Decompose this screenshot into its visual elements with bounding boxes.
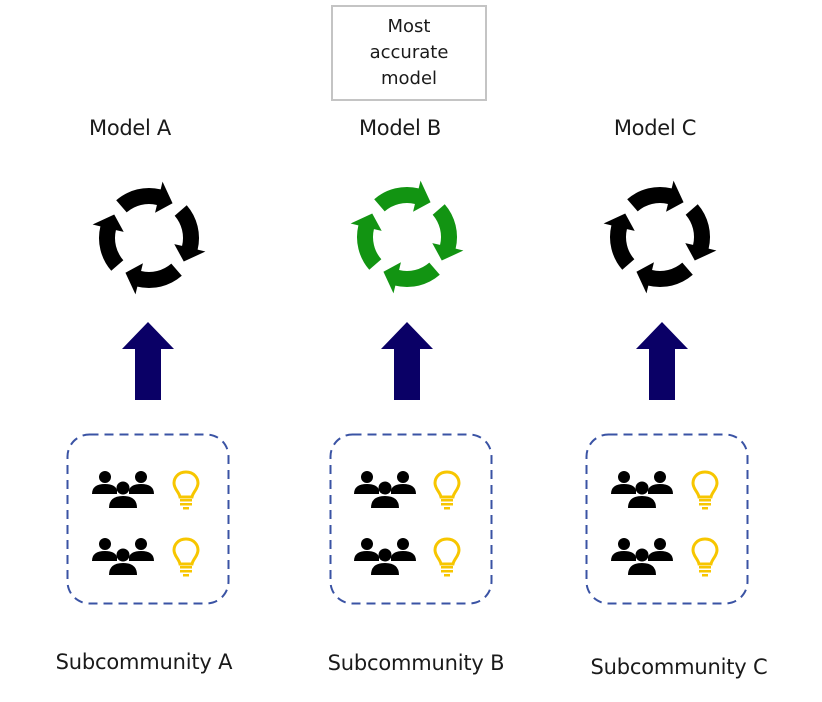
callout-line-1: Most	[387, 16, 431, 37]
cycle-arrow-segment	[627, 180, 684, 212]
people-group-icon	[610, 470, 674, 510]
subcommunity-c-group	[585, 433, 749, 605]
subcommunity-b-group	[329, 433, 493, 605]
people-group-icon	[91, 537, 155, 577]
cycle-arrow-segment	[116, 181, 173, 213]
cycle-arrow-segment	[603, 213, 635, 270]
model-c-label: Model C	[613, 116, 697, 140]
subcommunity-a-to-model-a-up-arrow-icon	[121, 322, 175, 402]
lightbulb-icon	[433, 537, 461, 577]
cycle-arrow-segment	[374, 180, 431, 212]
cycle-arrow-segment	[92, 214, 124, 271]
subcommunity-b-label: Subcommunity B	[327, 651, 505, 675]
model-b-label: Model B	[358, 116, 442, 140]
people-group-icon	[610, 537, 674, 577]
cycle-arrow-segment	[125, 263, 182, 295]
subcommunity-b-to-model-b-up-arrow-icon	[380, 322, 434, 402]
subcommunity-c-to-model-c-up-arrow-icon	[635, 322, 689, 402]
cycle-arrow-segment	[383, 262, 440, 294]
model-c-cycle-icon	[595, 172, 725, 302]
most-accurate-model-callout: Most accurate model	[331, 5, 487, 101]
lightbulb-icon	[172, 537, 200, 577]
people-group-icon	[353, 470, 417, 510]
people-group-icon	[91, 470, 155, 510]
lightbulb-icon	[691, 537, 719, 577]
callout-line-2: accurate	[369, 42, 449, 63]
lightbulb-icon	[433, 470, 461, 510]
callout-line-3: model	[380, 68, 438, 89]
cycle-arrow-segment	[350, 213, 382, 270]
lightbulb-icon	[691, 470, 719, 510]
lightbulb-icon	[172, 470, 200, 510]
cycle-arrow-segment	[685, 204, 717, 261]
model-a-label: Model A	[89, 116, 171, 140]
cycle-arrow-segment	[636, 262, 693, 294]
cycle-arrow-segment	[432, 204, 464, 261]
subcommunity-a-label: Subcommunity A	[55, 650, 233, 674]
model-a-cycle-icon	[84, 173, 214, 303]
subcommunity-c-label: Subcommunity C	[590, 655, 768, 679]
subcommunity-a-group	[66, 433, 230, 605]
model-b-cycle-icon	[342, 172, 472, 302]
cycle-arrow-segment	[174, 205, 206, 262]
people-group-icon	[353, 537, 417, 577]
